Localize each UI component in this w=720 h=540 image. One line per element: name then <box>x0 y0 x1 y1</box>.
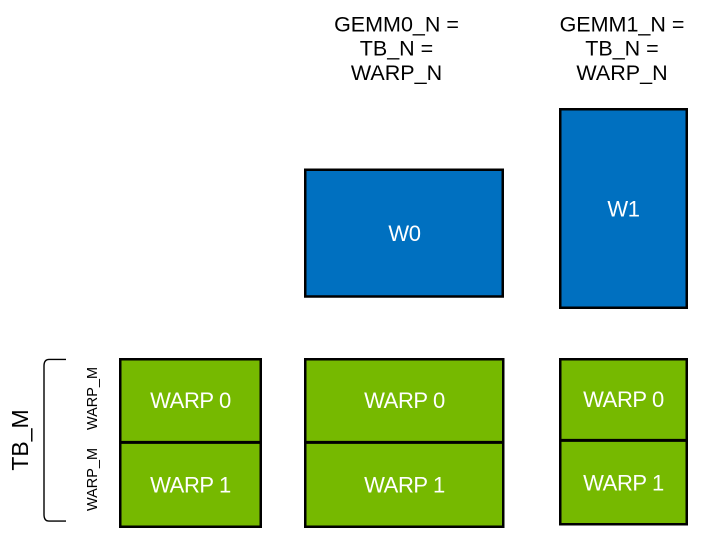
svg-text:WARP 1: WARP 1 <box>150 473 231 498</box>
svg-text:WARP 0: WARP 0 <box>364 388 445 413</box>
svg-text:GEMM0_N =: GEMM0_N = <box>334 12 459 36</box>
svg-text:W1: W1 <box>607 196 639 221</box>
svg-text:WARP_M: WARP_M <box>85 367 101 430</box>
svg-text:WARP_M: WARP_M <box>85 448 101 511</box>
svg-text:W0: W0 <box>388 221 420 246</box>
svg-text:TB_N =: TB_N = <box>360 37 434 61</box>
svg-text:GEMM1_N =: GEMM1_N = <box>560 12 685 36</box>
svg-text:WARP 0: WARP 0 <box>583 387 664 412</box>
svg-text:WARP 0: WARP 0 <box>150 388 231 413</box>
svg-text:TB_M: TB_M <box>7 409 33 470</box>
svg-text:WARP 1: WARP 1 <box>583 471 664 496</box>
svg-text:WARP 1: WARP 1 <box>364 473 445 498</box>
svg-text:WARP_N: WARP_N <box>576 61 667 85</box>
svg-text:TB_N =: TB_N = <box>585 37 659 61</box>
svg-text:WARP_N: WARP_N <box>351 61 442 85</box>
